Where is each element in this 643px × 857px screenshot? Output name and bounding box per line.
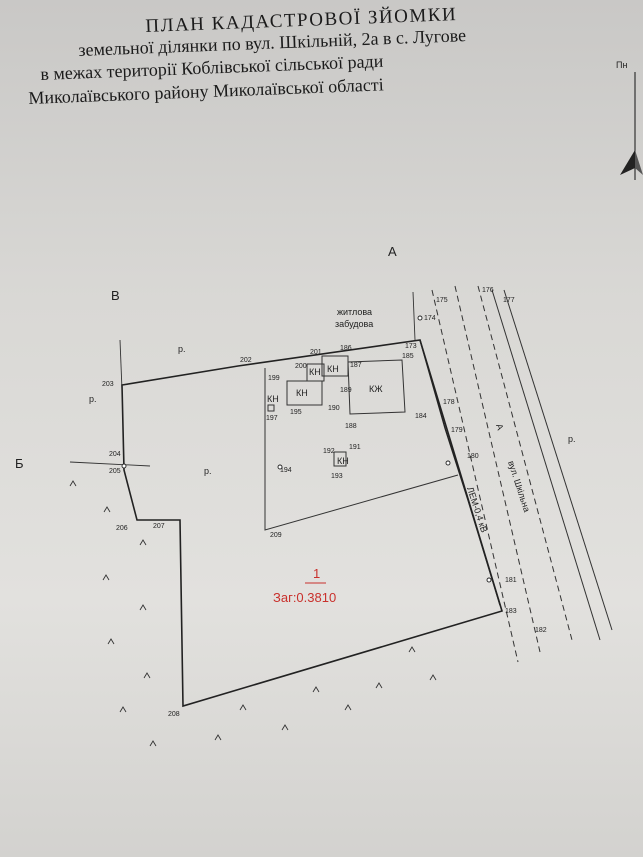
label-river-4: р. bbox=[568, 434, 576, 444]
svg-text:183: 183 bbox=[505, 608, 517, 615]
svg-text:187: 187 bbox=[350, 362, 362, 369]
svg-text:189: 189 bbox=[340, 387, 352, 394]
svg-text:201: 201 bbox=[310, 349, 322, 356]
label-street: вул. Шкільна bbox=[506, 460, 532, 514]
svg-text:205: 205 bbox=[109, 468, 121, 475]
svg-text:199: 199 bbox=[268, 375, 280, 382]
svg-text:182: 182 bbox=[535, 627, 547, 634]
svg-text:208: 208 bbox=[168, 711, 180, 718]
label-river-1: р. bbox=[178, 344, 186, 354]
svg-text:177: 177 bbox=[503, 297, 515, 304]
building-label-kn-2: КН bbox=[296, 388, 308, 398]
svg-text:180: 180 bbox=[467, 453, 479, 460]
svg-text:179: 179 bbox=[451, 427, 463, 434]
svg-text:175: 175 bbox=[436, 297, 448, 304]
grass-symbols bbox=[69, 480, 437, 747]
label-road-a: А bbox=[494, 423, 505, 432]
north-arrow-icon bbox=[620, 72, 643, 180]
svg-text:204: 204 bbox=[109, 451, 121, 458]
north-label: Пн bbox=[616, 60, 628, 70]
svg-text:207: 207 bbox=[153, 523, 165, 530]
svg-text:174: 174 bbox=[424, 315, 436, 322]
svg-text:178: 178 bbox=[443, 399, 455, 406]
boundary-ticks bbox=[69, 291, 416, 467]
parcel-area: Заг:0.3810 bbox=[273, 590, 336, 605]
svg-text:188: 188 bbox=[345, 423, 357, 430]
label-residential: житлова bbox=[337, 307, 372, 317]
point-markers bbox=[121, 315, 492, 583]
svg-text:193: 193 bbox=[331, 473, 343, 480]
neighbor-label-b: В bbox=[111, 288, 120, 303]
building-label-kn-4: КН bbox=[327, 364, 339, 374]
label-river-2: р. bbox=[89, 394, 97, 404]
building-label-kzh: КЖ bbox=[369, 384, 383, 394]
svg-text:197: 197 bbox=[266, 415, 278, 422]
svg-text:202: 202 bbox=[240, 357, 252, 364]
svg-text:185: 185 bbox=[402, 353, 414, 360]
label-river-3: р. bbox=[204, 466, 212, 476]
svg-text:203: 203 bbox=[102, 381, 114, 388]
buildings bbox=[267, 355, 406, 467]
label-residential-2: забудова bbox=[335, 319, 373, 329]
svg-text:186: 186 bbox=[340, 345, 352, 352]
building-label-kn-5: КН bbox=[337, 456, 349, 466]
parcel-boundary bbox=[121, 339, 503, 708]
svg-text:191: 191 bbox=[349, 444, 361, 451]
svg-text:173: 173 bbox=[405, 343, 417, 350]
svg-text:209: 209 bbox=[270, 532, 282, 539]
point-numbers: 173 174 175 176 177 178 179 180 181 182 … bbox=[102, 287, 547, 718]
svg-text:192: 192 bbox=[323, 448, 335, 455]
building-label-kn-1: КН bbox=[267, 394, 279, 404]
svg-text:206: 206 bbox=[116, 525, 128, 532]
yard-boundary bbox=[264, 368, 459, 531]
power-line bbox=[419, 339, 501, 606]
parcel-number: 1 bbox=[313, 566, 320, 581]
svg-text:195: 195 bbox=[290, 409, 302, 416]
svg-text:176: 176 bbox=[482, 287, 494, 294]
neighbor-label-a: А bbox=[388, 244, 397, 259]
neighbor-label-c: Б bbox=[15, 456, 24, 471]
svg-text:181: 181 bbox=[505, 577, 517, 584]
street-lines bbox=[431, 285, 613, 663]
svg-text:184: 184 bbox=[415, 413, 427, 420]
building-label-kn-3: КН bbox=[309, 367, 321, 377]
svg-text:200: 200 bbox=[295, 363, 307, 370]
svg-text:190: 190 bbox=[328, 405, 340, 412]
svg-text:194: 194 bbox=[280, 467, 292, 474]
